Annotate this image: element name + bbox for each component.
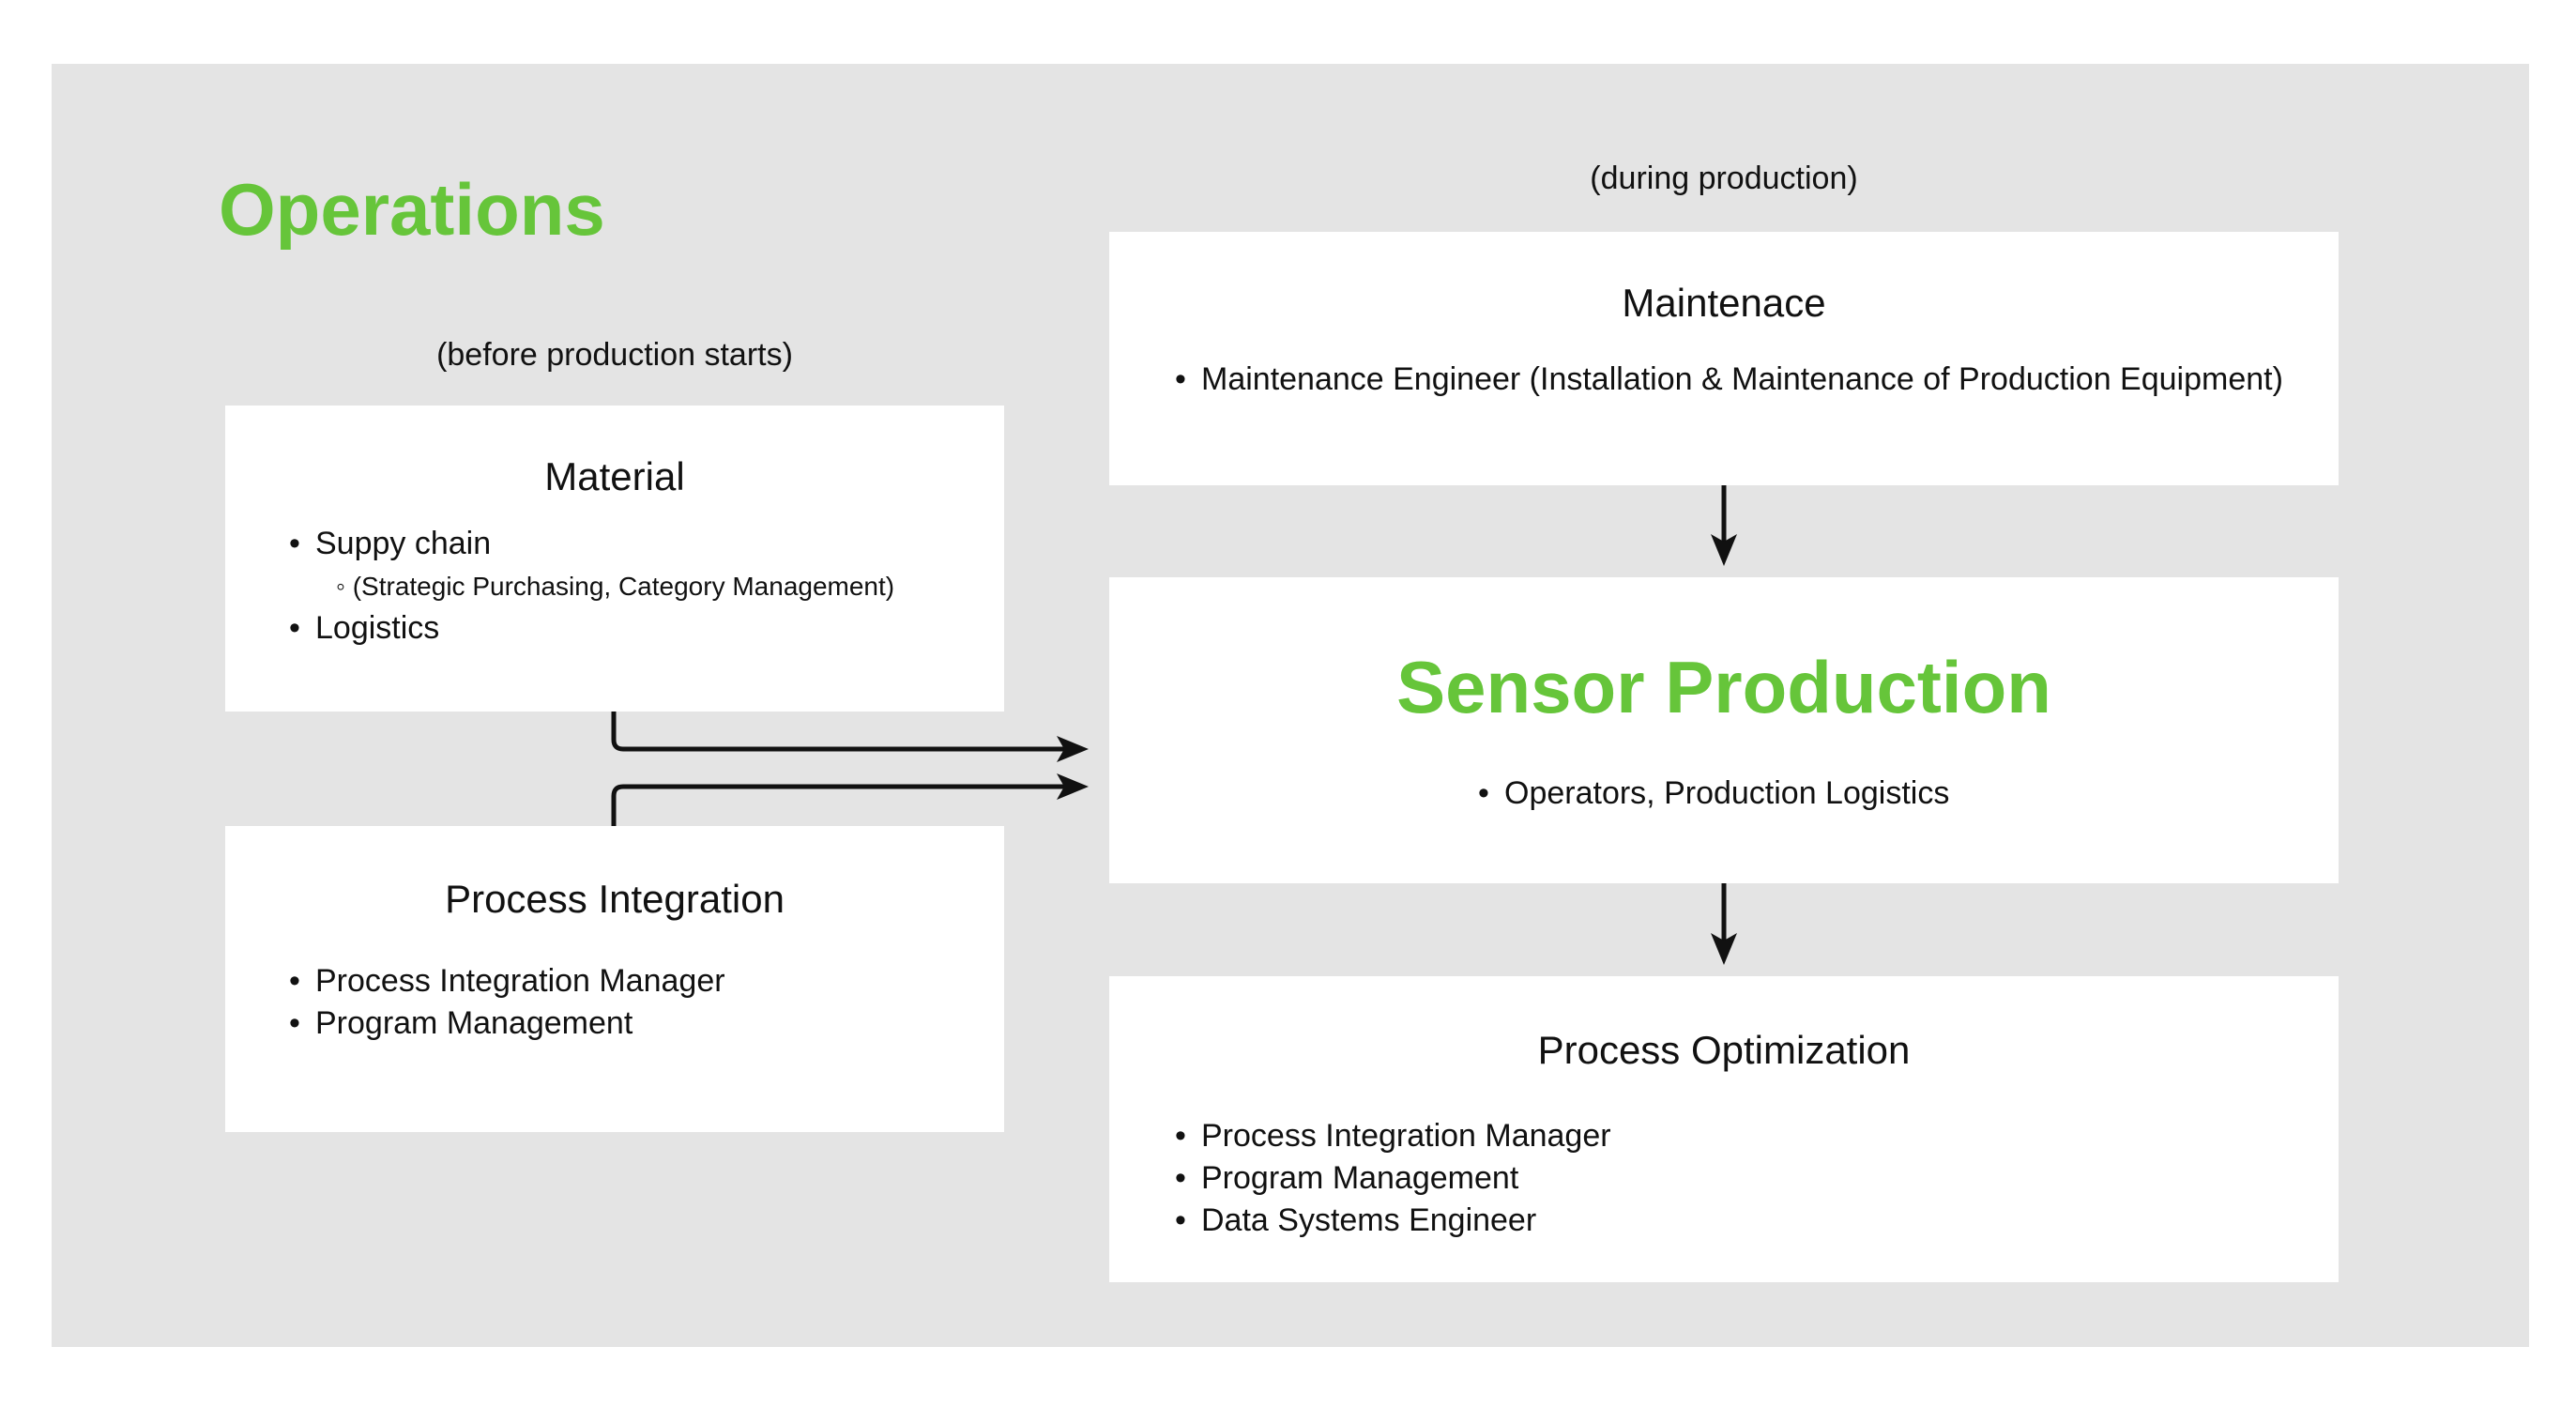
list-item: • Program Management xyxy=(1175,1157,1611,1200)
sensor-production-item: Operators, Production Logistics xyxy=(1504,775,1950,811)
list-item: • Data Systems Engineer xyxy=(1175,1200,1611,1242)
process-optimization-title: Process Optimization xyxy=(1537,1028,1911,1072)
sub-bullet-icon: ◦ xyxy=(336,572,345,601)
bullet-icon: • xyxy=(1175,361,1186,397)
label-during-production: (during production) xyxy=(1590,161,1858,196)
bullet-icon: • xyxy=(1478,775,1489,811)
bullet-icon: • xyxy=(289,610,300,646)
process-optimization-box: Process Optimization • Process Integrati… xyxy=(1109,976,2339,1282)
list-item: • Process Integration Manager xyxy=(1175,1115,1611,1157)
maintenance-title: Maintenace xyxy=(1622,281,1826,325)
sensor-production-box: Sensor Production • Operators, Productio… xyxy=(1109,577,2339,883)
material-item-logistics: Logistics xyxy=(315,610,440,646)
label-before-production: (before production starts) xyxy=(436,337,793,373)
maintenance-item: Maintenance Engineer (Installation & Mai… xyxy=(1201,361,2283,397)
process-integration-title: Process Integration xyxy=(445,877,785,921)
list-item: • Operators, Production Logistics xyxy=(1478,773,1949,815)
material-list: • Suppy chain ◦ (Strategic Purchasing, C… xyxy=(289,523,894,650)
sensor-production-list: • Operators, Production Logistics xyxy=(1478,773,1949,815)
process-integration-list: • Process Integration Manager • Program … xyxy=(289,960,725,1045)
process-integration-item: Program Management xyxy=(315,1005,633,1041)
process-optimization-item: Program Management xyxy=(1201,1160,1519,1196)
material-title: Material xyxy=(544,454,685,498)
diagram-title: Operations xyxy=(219,168,605,251)
process-integration-item: Process Integration Manager xyxy=(315,963,725,999)
list-item: • Logistics xyxy=(289,607,894,650)
bullet-icon: • xyxy=(289,1005,300,1041)
material-sublist: ◦ (Strategic Purchasing, Category Manage… xyxy=(336,565,894,607)
process-optimization-item: Process Integration Manager xyxy=(1201,1118,1611,1154)
maintenance-list: • Maintenance Engineer (Installation & M… xyxy=(1175,359,2283,401)
list-item: • Program Management xyxy=(289,1002,725,1045)
process-integration-box: Process Integration • Process Integratio… xyxy=(225,826,1004,1132)
list-item: • Maintenance Engineer (Installation & M… xyxy=(1175,359,2283,401)
sensor-production-title: Sensor Production xyxy=(1396,646,2051,728)
bullet-icon: • xyxy=(1175,1118,1186,1154)
list-item: • Process Integration Manager xyxy=(289,960,725,1002)
bullet-icon: • xyxy=(1175,1160,1186,1196)
list-item: • Suppy chain ◦ (Strategic Purchasing, C… xyxy=(289,523,894,607)
maintenance-box: Maintenace • Maintenance Engineer (Insta… xyxy=(1109,232,2339,485)
bullet-icon: • xyxy=(289,963,300,999)
list-item: ◦ (Strategic Purchasing, Category Manage… xyxy=(317,565,894,607)
material-sub-item: (Strategic Purchasing, Category Manageme… xyxy=(352,572,895,601)
material-box: Material • Suppy chain ◦ (Strategic Purc… xyxy=(225,406,1004,712)
process-optimization-item: Data Systems Engineer xyxy=(1201,1202,1537,1238)
bullet-icon: • xyxy=(1175,1202,1186,1238)
bullet-icon: • xyxy=(289,526,300,561)
process-optimization-list: • Process Integration Manager • Program … xyxy=(1175,1115,1611,1242)
material-item-supply-chain: Suppy chain xyxy=(315,526,492,561)
